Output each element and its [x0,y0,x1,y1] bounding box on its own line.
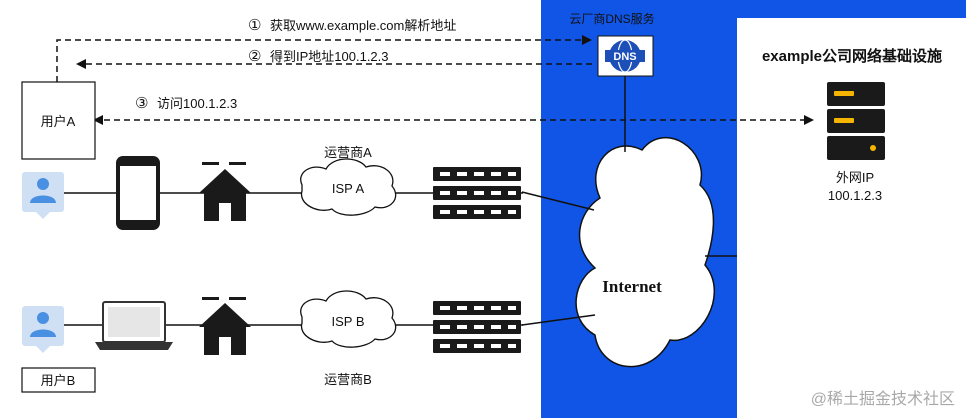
user-a-box [21,81,96,160]
company-panel [737,18,966,418]
home-router-b-icon [199,297,251,355]
laptop-icon [95,301,173,350]
dns-label: 云厂商DNS服务 [569,11,654,26]
link-router-b-internet [521,314,596,326]
home-router-a-icon [199,162,251,221]
step1-text: 获取www.example.com解析地址 [270,18,456,33]
isp-b-operator-label: 运营商B [324,372,372,387]
isp-b-cloud: ISP B [300,290,397,348]
internet-label: Internet [602,277,662,296]
isp-b-cloud-label: ISP B [331,314,364,329]
company-title: example公司网络基础设施 [762,47,942,65]
step3-text: 访问100.1.2.3 [157,96,237,111]
server-icon [827,82,885,160]
isp-b-router-icon [433,301,521,353]
link-router-a-internet [521,191,595,211]
isp-a-router-icon [433,167,521,219]
step3-label: ③ 访问100.1.2.3 [135,95,237,112]
user-b-label: 用户B [41,373,76,388]
step3-num: ③ [135,95,148,112]
server-ip: 100.1.2.3 [828,188,882,203]
user-b-avatar-icon [22,306,64,353]
step2-label: ② 得到IP地址100.1.2.3 [248,48,389,65]
internet-cloud [575,137,716,368]
isp-a-operator-label: 运营商A [324,145,372,160]
user-b-box [21,367,96,393]
user-a-avatar-icon [22,172,64,219]
dns-icon-text: DNS [613,51,636,63]
dns-globe-icon: DNS [597,35,654,77]
isp-a-cloud: ISP A [300,158,397,216]
isp-a-cloud-label: ISP A [332,181,365,196]
step2-num: ② [248,48,261,65]
step1-arrow [56,35,592,82]
user-a-label: 用户A [41,114,76,129]
step1-label: ① 获取www.example.com解析地址 [248,17,456,34]
phone-icon [116,156,160,230]
step2-text: 得到IP地址100.1.2.3 [270,49,389,64]
watermark: @稀土掘金技术社区 [811,390,955,408]
step1-num: ① [248,17,261,34]
server-label: 外网IP [836,170,874,185]
